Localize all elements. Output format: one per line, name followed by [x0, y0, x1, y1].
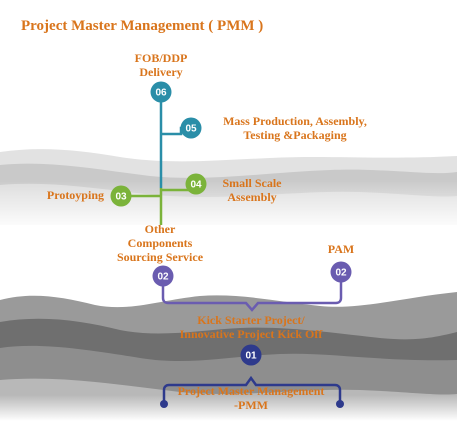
bracket-01 [162, 375, 342, 404]
badge-03-circle [110, 185, 132, 207]
badge-02a-circle [152, 265, 174, 287]
badge-02b-text: 02 [335, 268, 347, 279]
badge-01-circle [240, 344, 262, 366]
badge-02a-text: 02 [157, 272, 169, 283]
badge-01-text: 01 [245, 351, 257, 362]
badge-02b-circle [330, 261, 352, 283]
label-root-pmm: Project Master Management -PMM [177, 384, 325, 412]
badge-06-text: 06 [155, 88, 167, 99]
label-other-components: Other Components Sourcing Service [116, 222, 204, 264]
label-fob-ddp: FOB/DDP Delivery [134, 51, 188, 79]
label-small-scale: Small Scale Assembly [222, 176, 282, 204]
label-prototyping: Protoyping [46, 188, 104, 202]
bracket-02 [161, 276, 343, 312]
label-kick-starter: Kick Starter Project/ Innovative Project… [179, 313, 323, 341]
badges [110, 81, 352, 408]
end-dot-right [336, 400, 344, 408]
badge-05-text: 05 [185, 124, 197, 135]
label-pam: PAM [327, 242, 355, 256]
badge-04-text: 04 [190, 180, 202, 191]
end-dot-left [160, 400, 168, 408]
badge-03-text: 03 [115, 192, 127, 203]
badge-05-circle [180, 117, 202, 139]
badge-06-circle [150, 81, 172, 103]
label-mass-production: Mass Production, Assembly, Testing &Pack… [223, 114, 367, 142]
badge-04-circle [185, 173, 207, 195]
diagram-title: Project Master Management ( PMM ) [21, 18, 264, 34]
